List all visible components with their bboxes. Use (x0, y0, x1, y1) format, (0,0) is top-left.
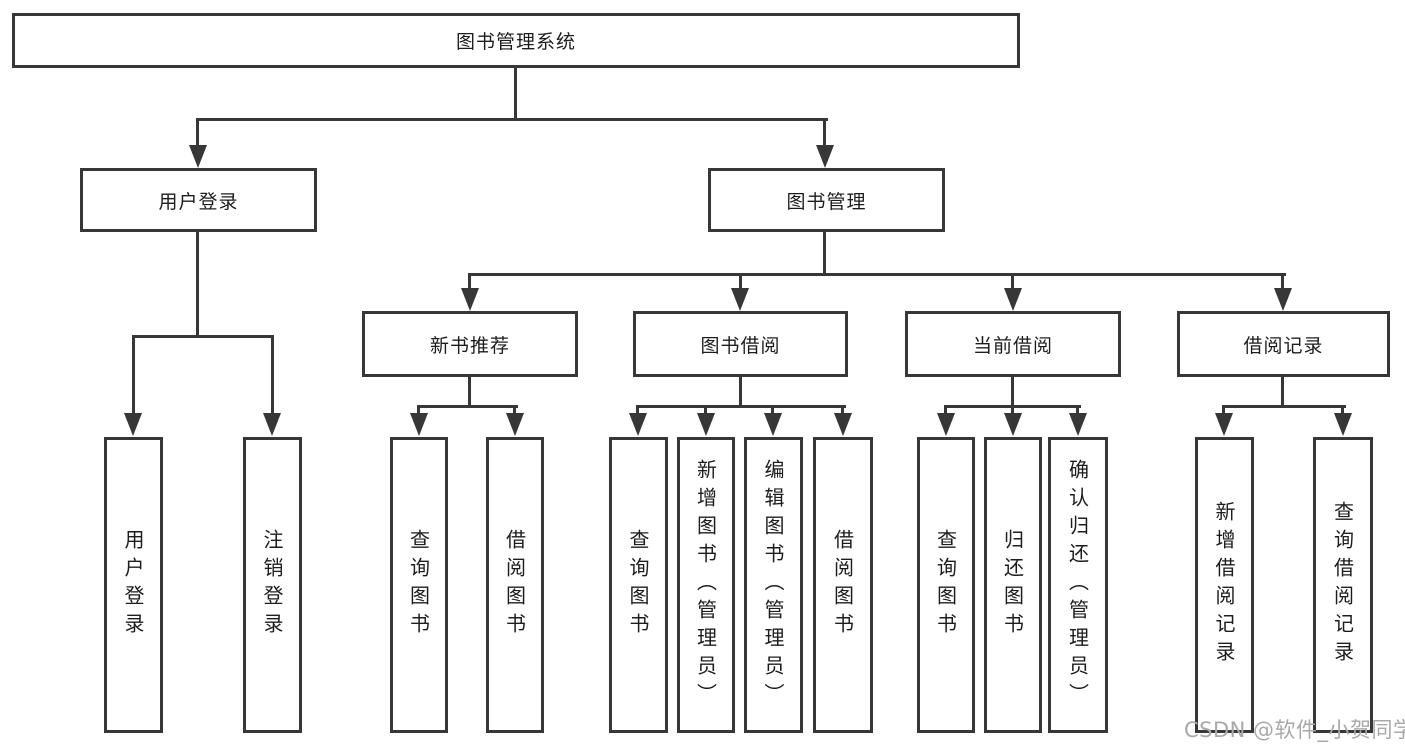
connector-to-leaf-query-books-g3 (636, 405, 639, 415)
connector-to-leaf-confirm-return (1076, 405, 1079, 415)
leaf-logout-label: 注销登录 (260, 529, 284, 641)
connector-new-book-recommend-stem (468, 377, 471, 405)
connector-root-stem (514, 68, 517, 118)
arrowhead-to-leaf-add-borrow-record (1215, 413, 1233, 436)
connector-root-split (196, 118, 828, 121)
arrowhead-to-user-login (189, 145, 207, 168)
connector-borrowing-records-split (1222, 405, 1346, 408)
leaf-borrow-books-borrowing-label: 借阅图书 (830, 529, 855, 641)
arrowhead-to-leaf-logout (263, 413, 281, 436)
csdn-watermark: CSDN @软件_小贺同学 (1184, 718, 1405, 742)
arrowhead-to-leaf-add-books (697, 413, 715, 436)
leaf-return-books-label: 归还图书 (1000, 529, 1025, 641)
connector-current-borrowing-stem (1011, 377, 1014, 405)
leaf-add-books-admin-label: 新增图书（管理员） (693, 459, 718, 711)
arrowhead-to-leaf-query-borrow-record (1334, 413, 1352, 436)
node-user-login: 用户登录 (80, 168, 317, 232)
leaf-logout: 注销登录 (243, 437, 302, 733)
leaf-edit-books-admin: 编辑图书（管理员） (744, 437, 803, 733)
node-borrowing-records: 借阅记录 (1177, 311, 1390, 377)
leaf-confirm-return-admin-label: 确认归还（管理员） (1065, 459, 1090, 711)
connector-to-leaf-query-books-g2 (417, 405, 420, 415)
arrowhead-to-borrowing-records (1274, 288, 1292, 311)
connector-to-leaf-query-borrow-record (1341, 405, 1344, 415)
node-current-borrowing: 当前借阅 (905, 311, 1121, 377)
node-new-book-recommend: 新书推荐 (362, 311, 578, 377)
node-new-book-recommend-label: 新书推荐 (429, 334, 510, 357)
leaf-query-books-recommend-label: 查询图书 (406, 529, 431, 641)
connector-book-borrowing-split (636, 405, 846, 408)
arrowhead-to-leaf-query-books-g2 (410, 413, 428, 436)
connector-to-leaf-add-borrow-record (1222, 405, 1225, 415)
connector-user-login-stem (196, 232, 199, 335)
arrowhead-to-book-borrowing (731, 288, 749, 311)
arrowhead-to-leaf-query-books-g3 (629, 413, 647, 436)
connector-to-leaf-query-books-g4 (944, 405, 947, 415)
leaf-query-books-recommend: 查询图书 (390, 437, 448, 733)
connector-to-current-borrowing (1011, 273, 1014, 291)
node-book-management-label: 图书管理 (786, 190, 867, 213)
arrowhead-to-new-book-recommend (461, 288, 479, 311)
arrowhead-to-book-management (816, 145, 834, 168)
connector-book-management-stem (823, 232, 826, 273)
leaf-query-books-borrowing-label: 查询图书 (626, 529, 650, 641)
connector-to-book-borrowing (739, 273, 742, 291)
leaf-query-borrow-record: 查询借阅记录 (1313, 437, 1373, 733)
leaf-user-login: 用户登录 (104, 437, 163, 733)
connector-to-book-management (823, 118, 826, 148)
node-book-management: 图书管理 (708, 168, 945, 232)
connector-to-leaf-add-books (704, 405, 707, 415)
node-library-system-label: 图书管理系统 (455, 31, 576, 53)
arrowhead-to-leaf-borrow-books-g2 (506, 413, 524, 436)
leaf-query-borrow-record-label: 查询借阅记录 (1330, 501, 1355, 669)
leaf-user-login-label: 用户登录 (121, 529, 145, 641)
leaf-add-books-admin: 新增图书（管理员） (677, 437, 735, 733)
connector-to-leaf-edit-books (771, 405, 774, 415)
leaf-query-books-borrowing: 查询图书 (609, 437, 668, 733)
connector-borrowing-records-stem (1281, 377, 1284, 405)
leaf-add-borrow-record-label: 新增借阅记录 (1212, 501, 1236, 669)
leaf-return-books: 归还图书 (984, 437, 1042, 733)
node-book-borrowing: 图书借阅 (633, 311, 848, 377)
arrowhead-to-leaf-edit-books (764, 413, 782, 436)
leaf-add-borrow-record: 新增借阅记录 (1195, 437, 1254, 733)
arrowhead-to-leaf-return-books (1004, 413, 1022, 436)
arrowhead-to-leaf-borrow-books-g3 (834, 413, 852, 436)
leaf-borrow-books-recommend: 借阅图书 (486, 437, 544, 733)
arrowhead-to-leaf-confirm-return (1069, 413, 1087, 436)
leaf-confirm-return-admin: 确认归还（管理员） (1048, 437, 1108, 733)
connector-to-leaf-user-login (132, 335, 135, 413)
connector-to-user-login (196, 118, 199, 148)
connector-to-leaf-return-books (1011, 405, 1014, 415)
connector-to-leaf-borrow-books-g2 (513, 405, 516, 415)
leaf-query-books-current: 查询图书 (917, 437, 975, 733)
leaf-borrow-books-recommend-label: 借阅图书 (502, 529, 527, 641)
connector-to-leaf-logout (271, 335, 274, 413)
arrowhead-to-leaf-user-login (124, 413, 142, 436)
node-current-borrowing-label: 当前借阅 (972, 334, 1053, 357)
node-borrowing-records-label: 借阅记录 (1243, 334, 1324, 357)
node-book-borrowing-label: 图书借阅 (700, 334, 781, 357)
connector-book-borrowing-stem (739, 377, 742, 405)
connector-user-login-split (132, 335, 274, 338)
arrowhead-to-current-borrowing (1004, 288, 1022, 311)
leaf-borrow-books-borrowing: 借阅图书 (813, 437, 873, 733)
connector-to-borrowing-records (1281, 273, 1284, 291)
connector-to-new-book-recommend (468, 273, 471, 291)
leaf-edit-books-admin-label: 编辑图书（管理员） (761, 459, 785, 711)
connector-book-management-split (468, 273, 1286, 276)
node-library-system: 图书管理系统 (12, 13, 1020, 68)
arrowhead-to-leaf-query-books-g4 (937, 413, 955, 436)
connector-to-leaf-borrow-books-g3 (841, 405, 844, 415)
node-user-login-label: 用户登录 (158, 190, 239, 213)
connector-new-book-recommend-split (417, 405, 518, 408)
leaf-query-books-current-label: 查询图书 (933, 529, 958, 641)
